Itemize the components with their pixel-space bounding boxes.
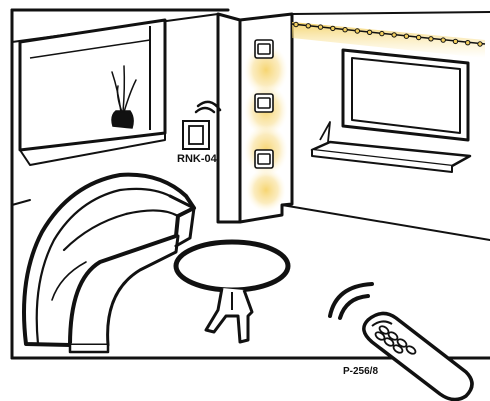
side-table <box>176 242 288 342</box>
armchair <box>24 175 194 352</box>
led-dot <box>380 31 384 35</box>
led-dot <box>294 22 298 26</box>
wall-switch-model-label: RNK-04 <box>177 153 217 165</box>
led-dot <box>331 26 335 30</box>
led-dot <box>306 24 310 28</box>
window-niche <box>20 20 165 165</box>
light-glow <box>244 44 288 212</box>
led-dot <box>478 42 482 46</box>
remote-model-label: P-256/8 <box>343 366 378 377</box>
led-dot <box>441 38 445 42</box>
led-dot <box>343 28 347 32</box>
led-dot <box>355 29 359 33</box>
wifi-signal-icon <box>330 284 372 318</box>
led-dot <box>466 41 470 45</box>
led-dot <box>404 34 408 38</box>
led-dot <box>318 25 322 29</box>
led-dot <box>429 37 433 41</box>
led-dot <box>453 39 457 43</box>
television-icon <box>343 50 468 140</box>
wifi-signal-icon <box>196 102 220 112</box>
led-dot <box>416 35 420 39</box>
wall-switch <box>183 121 209 149</box>
led-dot <box>367 30 371 34</box>
led-dot <box>392 33 396 37</box>
led-strip <box>292 22 485 58</box>
